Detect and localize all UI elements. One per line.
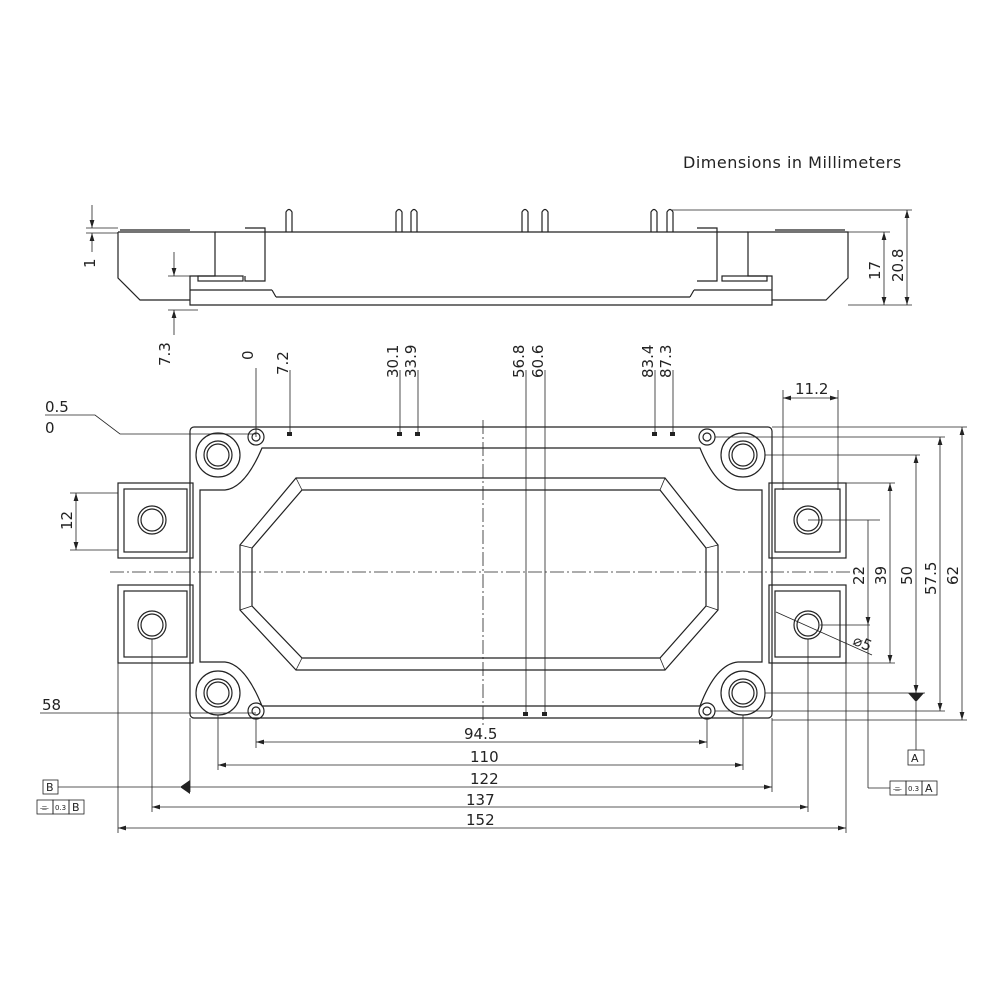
dim-1: 1 (81, 258, 99, 268)
svg-text:⌯: ⌯ (40, 801, 49, 814)
dim-0: 0 (45, 419, 55, 437)
dim-0-5: 0.5 (45, 398, 69, 416)
dim-58: 58 (42, 696, 61, 714)
pins (285, 208, 674, 232)
pin-label: 83.4 (639, 345, 657, 378)
svg-text:A: A (925, 782, 933, 795)
mounting-holes (195, 428, 766, 720)
side-view: 1 7.3 17 20.8 (81, 205, 912, 366)
svg-text:B: B (72, 801, 80, 814)
dim-62: 62 (944, 566, 962, 585)
top-view (110, 420, 860, 725)
dim-152: 152 (466, 811, 495, 829)
datum-b-label: B (46, 781, 54, 794)
dim-57-5: 57.5 (922, 562, 940, 595)
dim-39: 39 (872, 566, 890, 585)
dim-7-3: 7.3 (156, 342, 174, 366)
dim-122: 122 (470, 770, 499, 788)
dim-12: 12 (58, 511, 76, 530)
right-dimensions: 11.2 22 39 50 57.5 62 ⌀5 A ⌯ 0.3 A (715, 380, 967, 796)
svg-text:⌯: ⌯ (893, 782, 902, 795)
dim-137: 137 (466, 791, 495, 809)
pin-label: 7.2 (274, 351, 292, 375)
svg-text:0.3: 0.3 (908, 785, 919, 793)
hole-diameter: ⌀5 (850, 631, 874, 655)
datum-a (907, 749, 925, 766)
datum-b (42, 779, 59, 795)
terminal-tabs (117, 482, 847, 664)
pin-label: 87.3 (657, 345, 675, 378)
datum-a-label: A (911, 752, 919, 765)
pin-label: 30.1 (384, 345, 402, 378)
svg-text:0.3: 0.3 (55, 804, 66, 812)
left-dimensions: 0.5 0 12 58 (40, 398, 256, 714)
dim-17: 17 (866, 261, 884, 280)
bottom-dimensions: 94.5 110 122 137 152 B ⌯ 0.3 B (36, 639, 847, 833)
tolerance-frame-b: ⌯ 0.3 B (36, 799, 85, 815)
pin-label: 60.6 (529, 345, 547, 378)
tolerance-frame-a: ⌯ 0.3 A (889, 780, 938, 796)
pin-label: 0 (239, 350, 257, 360)
pin-label: 56.8 (510, 345, 528, 378)
dim-22: 22 (850, 566, 868, 585)
dim-11-2: 11.2 (795, 380, 828, 398)
dim-20-8: 20.8 (889, 249, 907, 282)
dim-94-5: 94.5 (464, 725, 497, 743)
dim-50: 50 (898, 566, 916, 585)
title: Dimensions in Millimeters (683, 153, 902, 172)
dim-110: 110 (470, 748, 499, 766)
pin-label: 33.9 (402, 345, 420, 378)
pin-position-labels: 0 7.2 30.1 33.9 56.8 60.6 83.4 87.3 (239, 345, 675, 716)
